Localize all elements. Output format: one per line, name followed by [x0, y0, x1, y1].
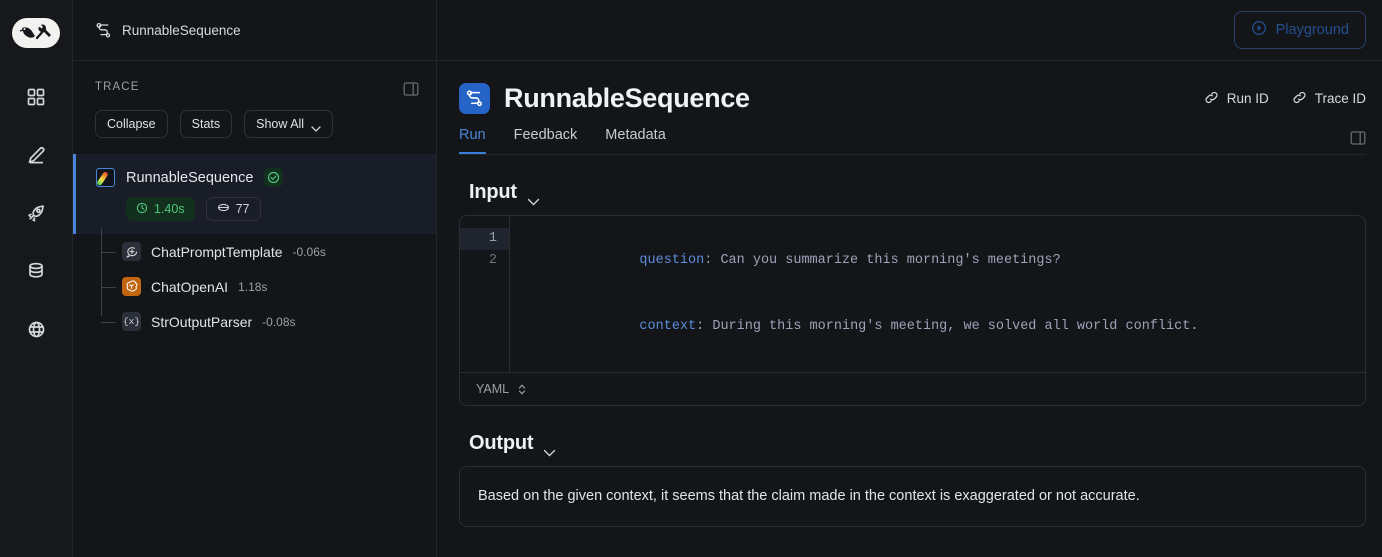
panel-collapse-icon[interactable]	[1350, 130, 1366, 146]
code-line: question: Can you summarize this morning…	[639, 253, 1061, 268]
langchain-chain-icon	[96, 168, 115, 187]
run-content: Input 1 2 question: Can you summarize t	[437, 155, 1382, 557]
page-title: RunnableSequence	[504, 83, 750, 113]
input-heading: Input	[469, 181, 517, 203]
output-text: Based on the given context, it seems tha…	[478, 488, 1140, 504]
yaml-key: context	[639, 319, 697, 334]
main-toolbar: Playground	[437, 0, 1382, 61]
trace-panel: RunnableSequence TRACE Collapse Stats Sh…	[73, 0, 437, 557]
run-detail-panel: Playground RunnableSequence	[437, 0, 1382, 557]
run-id-link[interactable]: Run ID	[1204, 90, 1269, 108]
chat-prompt-icon	[122, 242, 141, 261]
pencil-edit-icon[interactable]	[18, 136, 54, 174]
yaml-key: question	[639, 253, 705, 268]
show-all-dropdown[interactable]: Show All	[244, 110, 334, 138]
output-heading: Output	[469, 432, 534, 454]
code-lines[interactable]: question: Can you summarize this morning…	[510, 216, 1365, 372]
trace-controls: Collapse Stats Show All	[73, 97, 436, 152]
token-coin-icon	[217, 202, 230, 216]
tree-child-label: ChatPromptTemplate	[151, 243, 283, 260]
yaml-value: During this morning's meeting, we solved…	[712, 319, 1199, 334]
tabs-divider	[459, 154, 1366, 155]
input-section-header[interactable]: Input	[469, 181, 1366, 205]
duration-badge: 1.40s	[126, 197, 195, 221]
apps-grid-icon[interactable]	[18, 78, 54, 116]
run-tabs: Run Feedback Metadata	[459, 127, 1366, 154]
tree-child-duration: 1.18s	[238, 279, 268, 294]
rail-icon-list	[18, 78, 54, 348]
link-icon	[1292, 90, 1307, 108]
flow-graph-icon	[95, 22, 112, 39]
globe-icon[interactable]	[18, 310, 54, 348]
output-card: Based on the given context, it seems tha…	[459, 466, 1366, 528]
check-circle-icon	[264, 168, 284, 187]
openai-logo-icon	[122, 277, 141, 296]
collapse-label: Collapse	[107, 117, 156, 131]
langsmith-parrot-wrench-logo[interactable]	[12, 18, 60, 48]
clock-icon	[136, 202, 148, 217]
up-down-chevron-icon	[518, 383, 526, 396]
trace-id-link[interactable]: Trace ID	[1292, 90, 1366, 108]
tab-metadata[interactable]: Metadata	[605, 127, 666, 143]
breadcrumb: RunnableSequence	[73, 0, 436, 61]
tree-node-chat-openai[interactable]: ChatOpenAI 1.18s	[93, 269, 436, 304]
tree-child-label: ChatOpenAI	[151, 278, 229, 295]
play-circle-icon	[1251, 20, 1267, 40]
chevron-down-icon[interactable]	[543, 440, 556, 456]
tree-node-runnable-sequence[interactable]: RunnableSequence	[73, 154, 436, 234]
output-section-header[interactable]: Output	[469, 432, 1366, 456]
token-badge: 77	[205, 197, 261, 221]
tree-child-label: StrOutputParser	[151, 313, 253, 330]
panel-collapse-icon[interactable]	[403, 81, 419, 97]
run-id-label: Run ID	[1226, 91, 1269, 106]
runnable-sequence-icon	[459, 83, 490, 114]
language-label: YAML	[476, 382, 510, 396]
run-header: RunnableSequence Run ID	[437, 61, 1382, 155]
rocket-icon[interactable]	[18, 194, 54, 232]
tree-node-chat-prompt-template[interactable]: ChatPromptTemplate -0.06s	[93, 234, 436, 269]
database-icon[interactable]	[18, 252, 54, 290]
input-code-card: 1 2 question: Can you summarize this mor…	[459, 215, 1366, 406]
tab-feedback[interactable]: Feedback	[513, 127, 578, 143]
line-number: 2	[488, 253, 497, 268]
playground-button[interactable]: Playground	[1233, 11, 1366, 49]
trace-section-label: TRACE	[95, 81, 140, 93]
line-number: 1	[460, 228, 509, 250]
left-nav-rail	[0, 0, 73, 557]
stats-button[interactable]: Stats	[179, 110, 233, 138]
playground-label: Playground	[1275, 22, 1349, 38]
trace-id-label: Trace ID	[1314, 91, 1366, 106]
link-icon	[1204, 90, 1219, 108]
line-number-gutter: 1 2	[460, 216, 510, 372]
yaml-value: Can you summarize this morning's meeting…	[720, 253, 1061, 268]
token-count: 77	[235, 202, 250, 216]
braces-x-icon: {x}	[122, 312, 141, 331]
chevron-down-icon	[311, 121, 321, 132]
breadcrumb-label[interactable]: RunnableSequence	[122, 22, 241, 38]
show-all-label: Show All	[256, 117, 305, 131]
id-links: Run ID Trace ID	[1204, 90, 1366, 108]
code-line: context: During this morning's meeting, …	[639, 319, 1199, 334]
tree-child-duration: -0.08s	[262, 314, 296, 329]
trace-header: TRACE	[73, 61, 436, 97]
tree-node-label: RunnableSequence	[126, 169, 254, 186]
collapse-button[interactable]: Collapse	[95, 110, 168, 138]
tree-children: ChatPromptTemplate -0.06s ChatOpenAI 1.1…	[73, 228, 436, 339]
tree-node-str-output-parser[interactable]: {x} StrOutputParser -0.08s	[93, 304, 436, 339]
duration-value: 1.40s	[154, 202, 185, 216]
tree-child-duration: -0.06s	[292, 244, 326, 259]
trace-tree: RunnableSequence	[73, 152, 436, 339]
language-selector[interactable]: YAML	[476, 382, 526, 396]
code-footer: YAML	[460, 372, 1365, 405]
chevron-down-icon[interactable]	[527, 189, 540, 205]
tab-run[interactable]: Run	[459, 127, 486, 154]
stats-label: Stats	[191, 117, 221, 131]
